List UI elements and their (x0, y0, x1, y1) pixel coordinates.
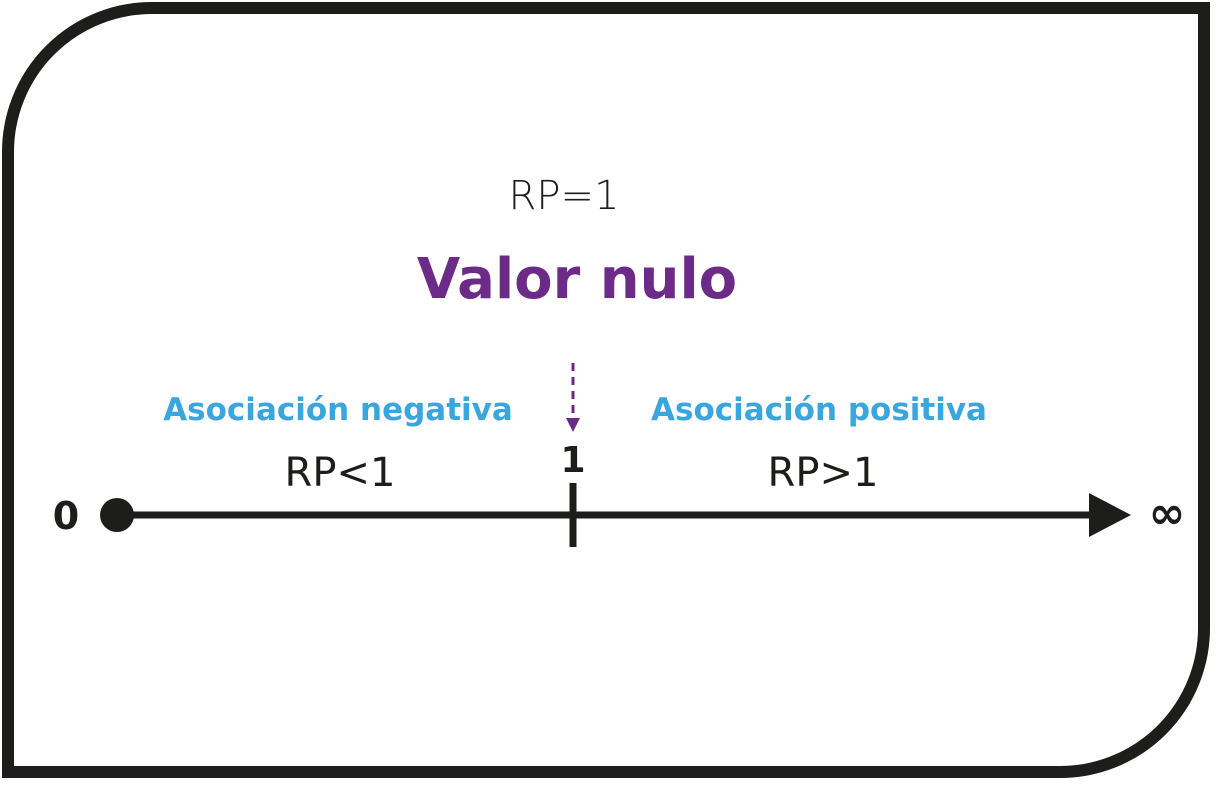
null-pointer-arrow-head (566, 418, 580, 432)
null-ratio-label: RP=1 (508, 173, 620, 219)
axis-end-infinity-label: ∞ (1148, 488, 1186, 539)
negative-association-label: Asociación negativa (163, 392, 513, 428)
negative-condition-label: RP<1 (284, 450, 396, 496)
positive-association-label: Asociación positiva (651, 392, 987, 428)
positive-condition-label: RP>1 (767, 450, 879, 496)
null-tick-label: 1 (560, 440, 586, 481)
null-value-title: Valor nulo (416, 247, 738, 312)
axis-start-label: 0 (52, 494, 80, 538)
axis-arrow-head (1089, 493, 1131, 537)
axis-start-dot (100, 498, 134, 532)
diagram-frame (2, 2, 1210, 778)
